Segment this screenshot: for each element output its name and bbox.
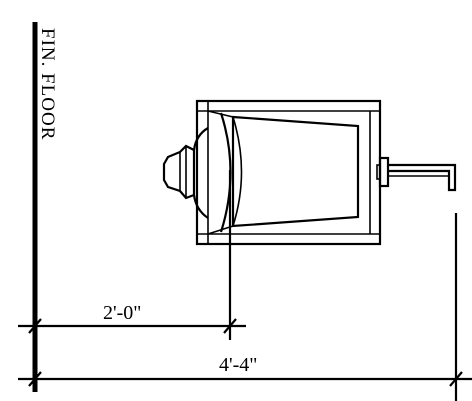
dimension-long: 4'-4" bbox=[18, 354, 472, 387]
fixture-body bbox=[162, 99, 457, 246]
dimension-short-label: 2'-0" bbox=[103, 302, 141, 324]
floor-label: FIN. FLOOR bbox=[37, 28, 58, 140]
dimension-long-label: 4'-4" bbox=[219, 354, 257, 376]
dimension-short: 2'-0" bbox=[18, 302, 246, 334]
